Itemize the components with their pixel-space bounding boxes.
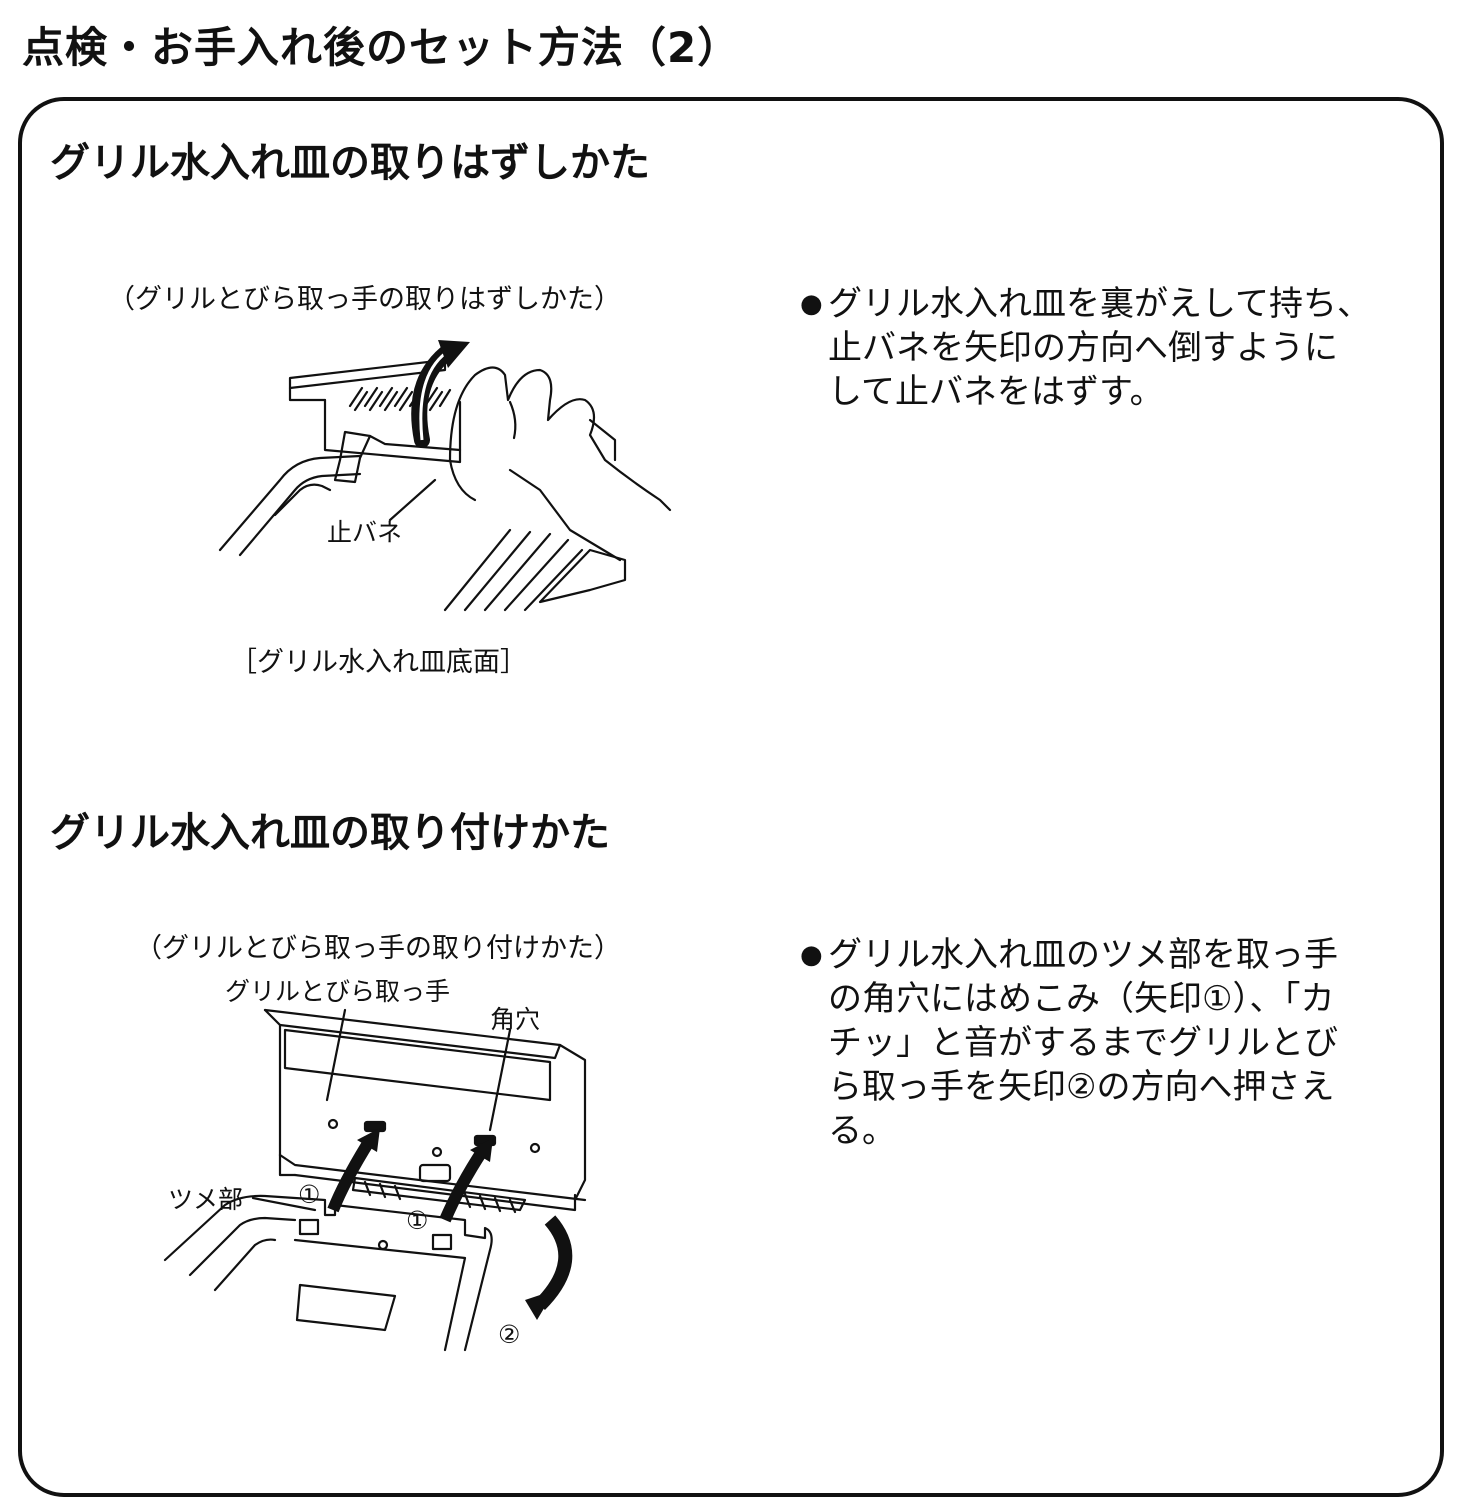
removal-illustration [218, 340, 672, 612]
arrow-2-marker: ② [498, 1320, 521, 1349]
attach-instruction-line: の角穴にはめこみ（矢印①）、「カ [828, 979, 1335, 1019]
removal-instruction-line: グリル水入れ皿を裏がえして持ち、 [828, 284, 1371, 324]
attach-illustration [163, 1008, 587, 1352]
square-hole-label: 角穴 [490, 1005, 541, 1034]
content-panel [18, 97, 1444, 1497]
arrow-1-marker: ① [298, 1180, 321, 1209]
bullet-icon: ● [800, 289, 823, 319]
removal-instruction-line: して止バネをはずす。 [828, 372, 1164, 412]
attach-instruction-line: る。 [828, 1111, 896, 1151]
attach-instruction-line: チッ」と音がするまでグリルとび [828, 1023, 1338, 1063]
removal-heading: グリル水入れ皿の取りはずしかた [50, 140, 650, 186]
removal-instruction: ● グリル水入れ皿を裏がえして持ち、 止バネを矢印の方向へ倒すように して止バネ… [800, 282, 1371, 414]
spring-label: 止バネ [327, 518, 403, 547]
removal-figure-caption: （グリルとびら取っ手の取りはずしかた） [108, 284, 621, 315]
handle-label: グリルとびら取っ手 [225, 977, 451, 1006]
attach-instruction-line: ら取っ手を矢印②の方向へ押さえ [828, 1067, 1335, 1107]
page-title: 点検・お手入れ後のセット方法（2） [22, 23, 741, 72]
attach-figure-caption: （グリルとびら取っ手の取り付けかた） [135, 933, 621, 964]
arrow-1-marker: ① [406, 1206, 429, 1235]
removal-instruction-line: 止バネを矢印の方向へ倒すように [828, 328, 1338, 368]
removal-figure-subcaption: ［グリル水入れ皿底面］ [230, 647, 527, 678]
attach-heading: グリル水入れ皿の取り付けかた [50, 810, 610, 856]
bullet-icon: ● [800, 940, 823, 970]
attach-instruction: ● グリル水入れ皿のツメ部を取っ手 の角穴にはめこみ（矢印①）、「カ チッ」と音… [800, 933, 1338, 1153]
attach-instruction-line: グリル水入れ皿のツメ部を取っ手 [828, 935, 1338, 975]
claw-label: ツメ部 [168, 1185, 244, 1214]
